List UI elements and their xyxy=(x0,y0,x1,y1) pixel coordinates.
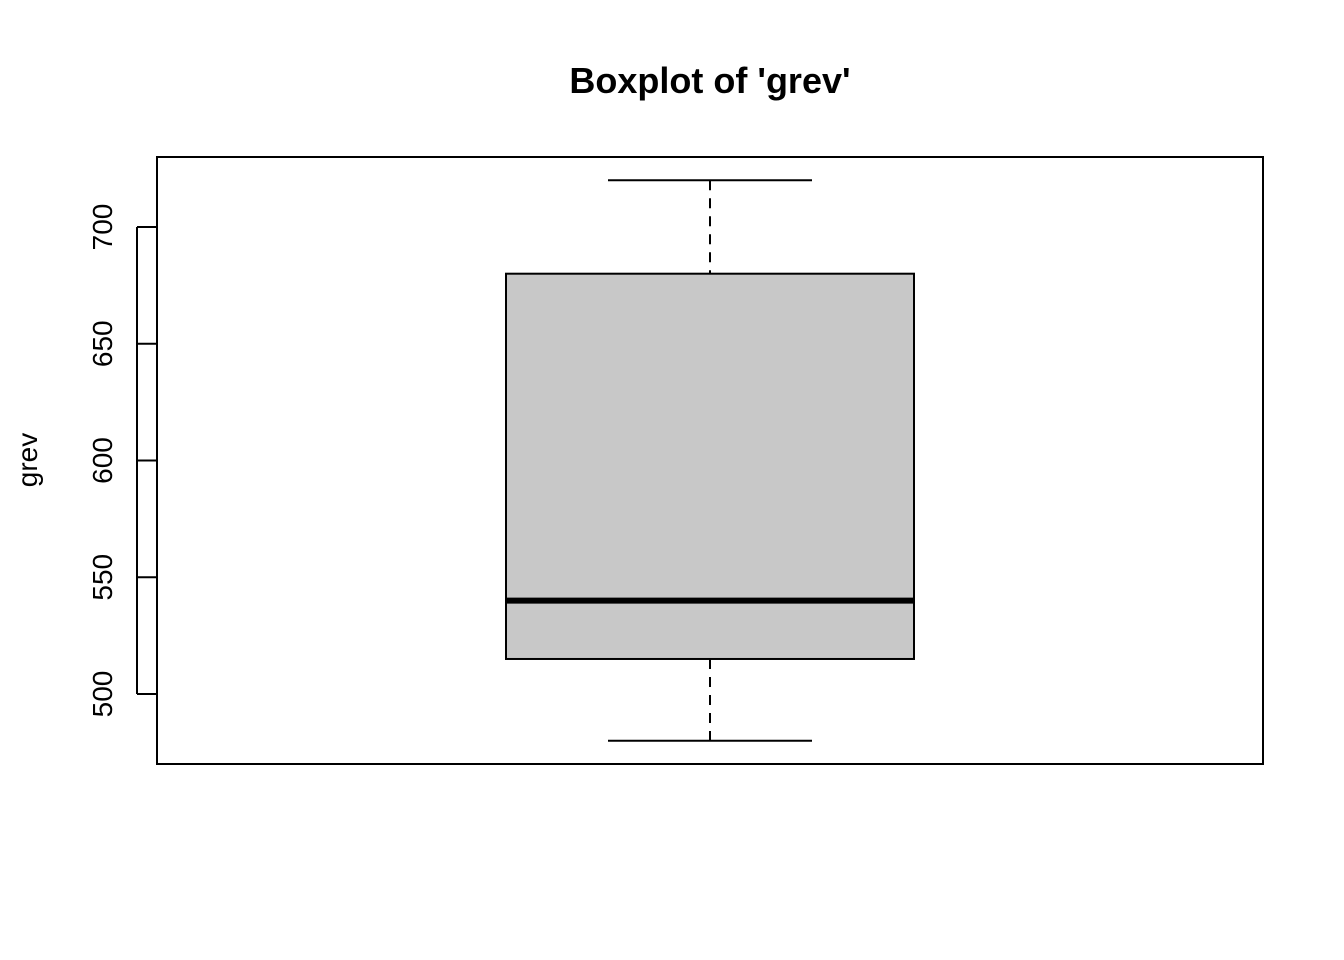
y-axis-label: grev xyxy=(12,433,43,487)
y-tick-label: 700 xyxy=(87,204,118,251)
y-tick-label: 500 xyxy=(87,671,118,718)
box-group xyxy=(505,179,915,742)
chart-title: Boxplot of 'grev' xyxy=(569,60,850,101)
y-axis: 500 550 600 650 700 xyxy=(87,204,157,718)
y-tick-label: 600 xyxy=(87,437,118,484)
interquartile-box xyxy=(505,272,915,660)
y-tick-label: 550 xyxy=(87,554,118,601)
y-tick-label: 650 xyxy=(87,320,118,367)
